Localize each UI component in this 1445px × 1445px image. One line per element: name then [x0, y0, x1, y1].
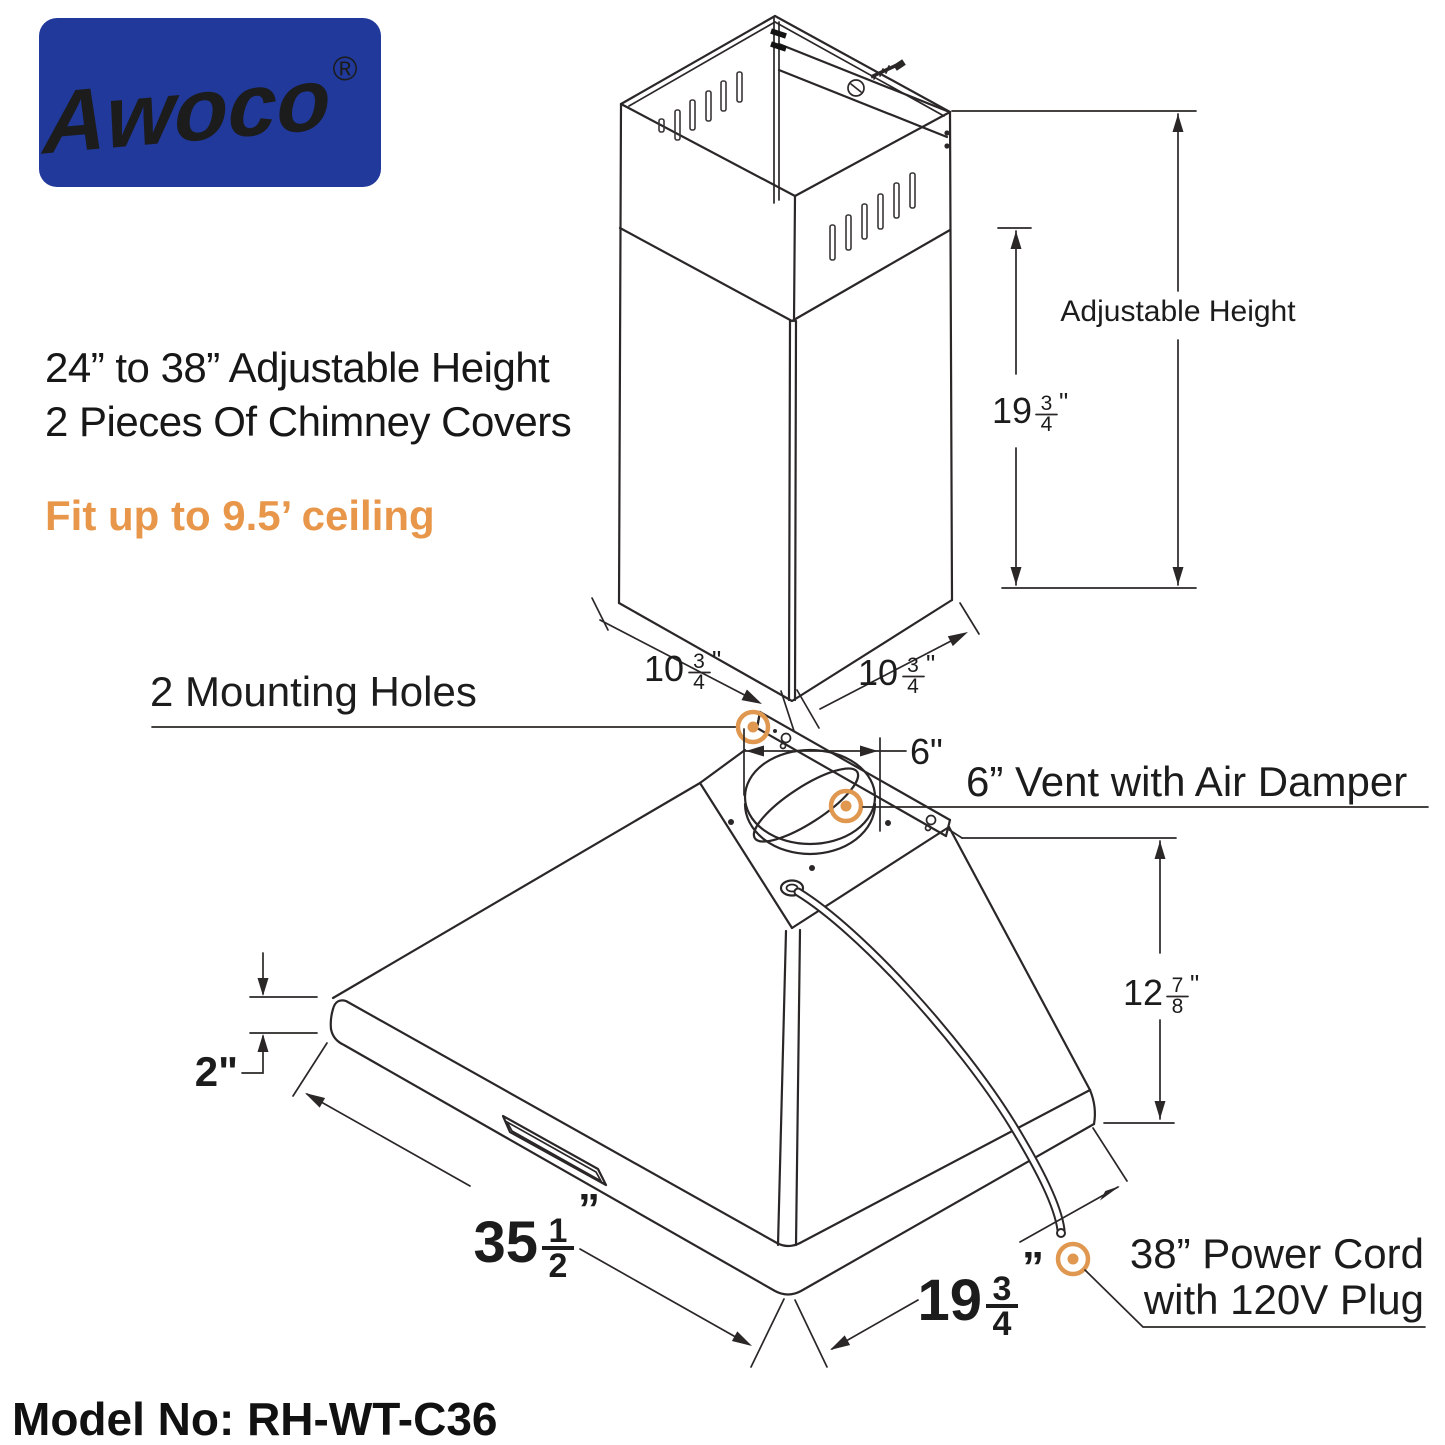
dim-value: 19 — [992, 390, 1032, 431]
band-height-label: 2" — [195, 1048, 238, 1095]
intro-highlight: Fit up to 9.5’ ceiling — [45, 492, 435, 539]
dim-den: 8 — [1172, 995, 1184, 1018]
dim-num: 3 — [993, 1270, 1012, 1308]
dim-adjustable-height: Adjustable Height — [951, 110, 1296, 589]
dim-num: 3 — [1041, 392, 1053, 415]
adjustable-height-label: Adjustable Height — [1060, 295, 1296, 328]
dim-unit: " — [1059, 387, 1068, 417]
chimney-vent-slots-right — [829, 172, 916, 261]
dim-chimney-section-height: 19 3 4 " — [992, 227, 1068, 586]
dim-band-height: 2" — [195, 952, 318, 1095]
dim-value: 12 — [1123, 972, 1163, 1013]
dim-num: 3 — [907, 654, 919, 677]
dim-hood-height: 12 7 8 " — [961, 837, 1199, 1124]
model-number: Model No: RH-WT-C36 — [12, 1393, 498, 1445]
intro-line-2: 2 Pieces Of Chimney Covers — [45, 398, 572, 445]
vent-marker-icon — [828, 788, 864, 824]
vent-callout-label: 6” Vent with Air Damper — [966, 758, 1407, 805]
dim-value: 35 — [473, 1210, 538, 1275]
mounting-screw-icon — [870, 59, 906, 80]
dim-value: 10 — [644, 648, 684, 689]
mounting-holes-label: 2 Mounting Holes — [150, 668, 477, 715]
dim-den: 4 — [907, 675, 919, 698]
dim-chimney-width-left: 10 3 4 " — [591, 597, 820, 732]
bracket-screw-head — [847, 79, 865, 97]
dim-chimney-width-right: 10 3 4 " — [819, 602, 980, 710]
hood-drawing — [329, 710, 1096, 1296]
dim-den: 4 — [1041, 413, 1053, 436]
brand-logo: Awoco ® — [39, 18, 381, 187]
registered-mark-icon: ® — [332, 50, 357, 88]
dim-num: 1 — [549, 1212, 568, 1250]
dim-hood-depth: 19 3 4 ” — [794, 1127, 1128, 1368]
chimney-vent-slots-left — [658, 71, 743, 141]
callout-power-cord: 38” Power Cord with 120V Plug — [1055, 1230, 1426, 1328]
dim-value: 10 — [858, 652, 898, 693]
power-cord-marker-icon — [1055, 1241, 1091, 1277]
mounting-holes-marker-icon — [735, 709, 771, 745]
dim-hood-width: 35 1 2 ” — [292, 1042, 785, 1368]
dim-den: 4 — [993, 1305, 1012, 1343]
logo-canvas: Awoco ® — [40, 48, 357, 173]
dim-unit: ” — [1022, 1243, 1044, 1292]
cord-label-line2: with 120V Plug — [1143, 1276, 1424, 1323]
dim-vent-diameter: 6" — [743, 728, 943, 832]
dim-den: 2 — [549, 1247, 568, 1285]
vent-damper — [743, 748, 877, 856]
dim-num: 7 — [1172, 974, 1184, 997]
dim-unit: " — [1190, 969, 1199, 999]
vent-size-label: 6" — [910, 731, 943, 772]
intro-line-1: 24” to 38” Adjustable Height — [45, 344, 550, 391]
handle-slot — [501, 1114, 608, 1187]
dim-den: 4 — [693, 671, 705, 694]
chimney-drawing — [617, 14, 954, 703]
cord-label-line1: 38” Power Cord — [1130, 1230, 1424, 1277]
dim-unit: " — [712, 645, 721, 675]
dim-unit: ” — [578, 1185, 600, 1234]
dim-unit: " — [926, 649, 935, 679]
callout-mounting-holes: 2 Mounting Holes — [150, 668, 771, 745]
dim-value: 19 — [917, 1268, 982, 1333]
dim-num: 3 — [693, 650, 705, 673]
callout-vent: 6” Vent with Air Damper — [828, 758, 1429, 824]
power-cord — [793, 887, 1066, 1238]
